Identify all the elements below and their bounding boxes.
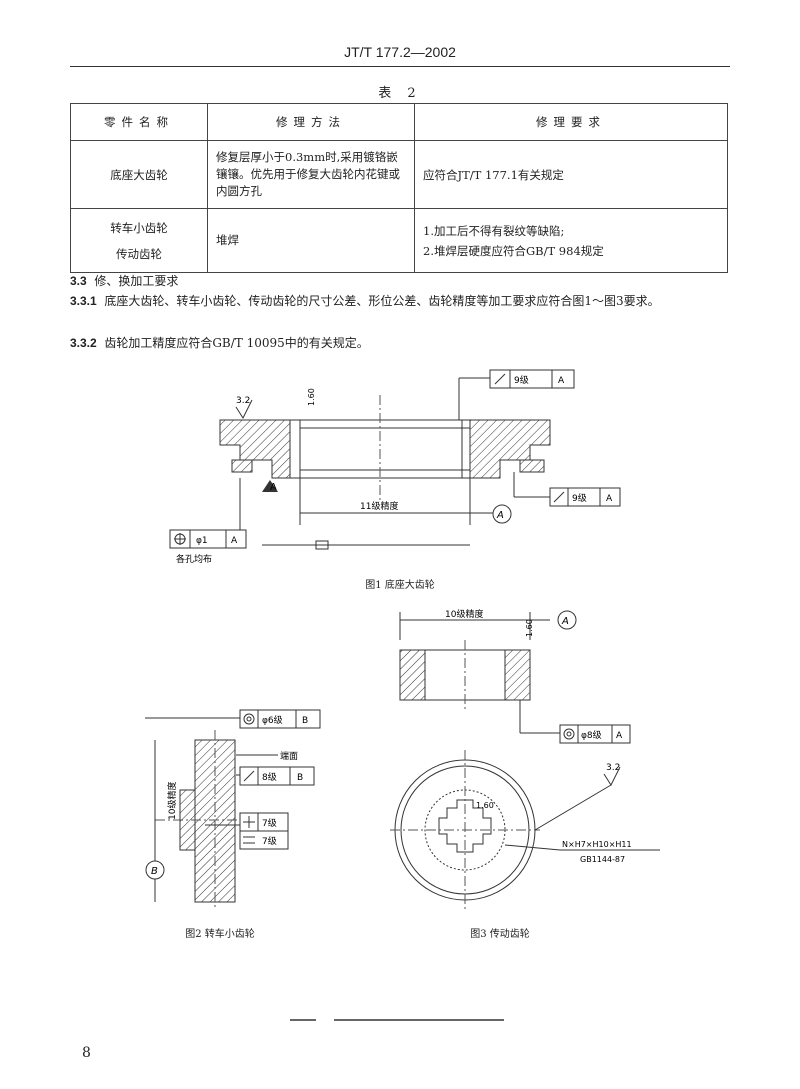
cell-part: 转车小齿轮 传动齿轮: [70, 208, 208, 273]
fig2-datum-circle: B: [151, 866, 158, 877]
fig3-datum-coax: A: [616, 731, 623, 741]
table-caption: 表 2: [378, 86, 422, 101]
section-number: 3.3: [70, 274, 87, 288]
section-text: 底座大齿轮、转车小齿轮、传动齿轮的尺寸公差、形位公差、齿轮精度等加工要求应符合图…: [104, 294, 660, 308]
fig3-surface-finish: 1.60: [525, 619, 534, 637]
section-text: 齿轮加工精度应符合GB/T 10095中的有关规定。: [104, 336, 369, 350]
section-number: 3.3.2: [70, 336, 97, 350]
fig2-grade-sym1: 7级: [262, 817, 277, 829]
section-number: 3.3.1: [70, 294, 97, 308]
cell-part: 底座大齿轮: [70, 140, 208, 209]
fig3-datum-circle: A: [561, 616, 569, 627]
table-row: 转车小齿轮 传动齿轮 堆焊 1.加工后不得有裂纹等缺陷; 2.堆焊层硬度应符合G…: [70, 208, 728, 273]
fig1-roughness-value: 3.2: [236, 396, 250, 406]
fig1-position-datum: A: [231, 536, 238, 546]
fig2-datum-coax: B: [302, 716, 308, 726]
figure-3-caption: 图3 传动齿轮: [470, 929, 530, 940]
fig3-inner-finish: 1.60: [476, 801, 494, 810]
col-header-method: 修理方法: [207, 103, 415, 141]
cell-requirement: 1.加工后不得有裂纹等缺陷; 2.堆焊层硬度应符合GB/T 984规定: [414, 208, 728, 273]
figure-1-drawing: A 11级精度 3.2 1.60 9级 A 9级 A A φ1: [169, 369, 621, 565]
figure-2-caption: 图2 转车小齿轮: [185, 929, 255, 940]
fig1-grade-top: 9级: [514, 374, 529, 386]
fig3-spline-spec: N×H7×H10×H11: [562, 840, 632, 849]
repair-table: 零件名称 修理方法 修理要求 底座大齿轮 修复层厚小于0.3mm时,采用镀铬嵌镶…: [70, 103, 728, 273]
fig1-surface-finish: 1.60: [307, 388, 316, 406]
fig2-grade-sym2: 7级: [262, 835, 277, 847]
header-rule: [70, 66, 730, 67]
fig3-accuracy-label: 10级精度: [445, 608, 483, 620]
datum-a-label: A: [496, 510, 504, 521]
fig2-grade-coax: φ6级: [262, 714, 283, 726]
cell-method: 修复层厚小于0.3mm时,采用镀铬嵌镶镶。优先用于修复大齿轮内花键或内圆方孔: [207, 140, 415, 209]
figure-2-drawing: φ6级 B 端面 8级 B 7级 7级 10级精度 B: [145, 709, 321, 910]
fig1-hole-note: 各孔均布: [176, 553, 212, 565]
fig1-position-tol: φ1: [196, 536, 208, 546]
cell-method: 堆焊: [207, 208, 415, 273]
fig1-datum-marker: A: [270, 482, 277, 493]
fig1-datum-top: A: [558, 376, 565, 386]
fig3-grade-coax: φ8级: [581, 729, 602, 741]
fig1-datum-right: A: [606, 494, 613, 504]
section-text: 修、换加工要求: [94, 274, 179, 288]
section-3-3-2: 3.3.2 齿轮加工精度应符合GB/T 10095中的有关规定。: [70, 334, 730, 352]
standard-number: JT/T 177.2—2002: [344, 44, 456, 60]
figure-3-drawing: A 10级精度 1.60 φ8级 A 1.60 3.2 N×H7×H10×H11…: [390, 608, 660, 910]
section-3-3-1: 3.3.1 底座大齿轮、转车小齿轮、传动齿轮的尺寸公差、形位公差、齿轮精度等加工…: [70, 292, 730, 310]
table-header-row: 零件名称 修理方法 修理要求: [70, 103, 728, 141]
fig2-grade-runout: 8级: [262, 771, 277, 783]
fig3-spline-std: GB1144-87: [580, 855, 625, 864]
fig2-datum-runout: B: [297, 773, 303, 783]
fig2-accuracy-label: 10级精度: [166, 782, 178, 820]
fig2-endface-label: 端面: [280, 750, 298, 762]
fig3-roughness-value: 3.2: [606, 763, 620, 773]
section-3-3: 3.3 修、换加工要求: [70, 272, 730, 290]
figure-1-caption: 图1 底座大齿轮: [365, 580, 435, 591]
page-number: 8: [82, 1045, 91, 1061]
fig1-grade-right: 9级: [572, 492, 587, 504]
fig1-accuracy-label: 11级精度: [360, 500, 398, 512]
